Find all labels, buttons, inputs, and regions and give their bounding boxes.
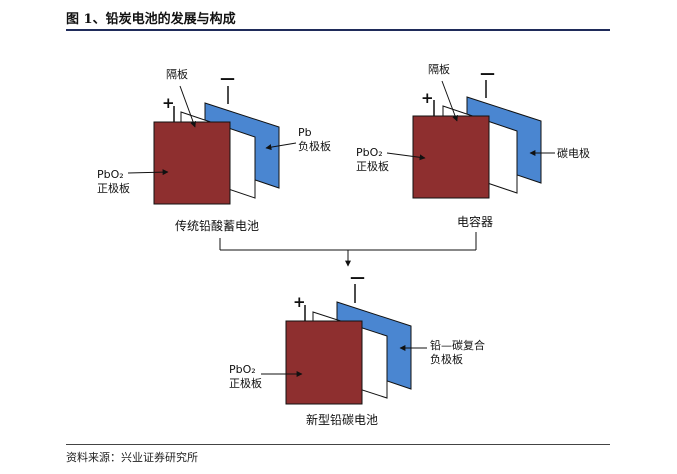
positive-label-line1: PbO₂ <box>229 363 256 376</box>
merge-connector <box>219 232 477 267</box>
positive-plate <box>153 121 231 205</box>
positive-plate <box>412 115 490 199</box>
lead-carbon-battery-group: + — 铅—碳复合 负极板 PbO₂ 正极板 新型铅碳电池 <box>229 268 485 427</box>
positive-label-line1: PbO₂ <box>356 146 383 159</box>
positive-pointer <box>386 152 426 161</box>
plus-sign: + <box>421 89 434 107</box>
positive-label-line2: 正极板 <box>356 159 389 173</box>
negative-pointer <box>265 142 297 151</box>
separator-pointer <box>441 80 458 122</box>
top-rule <box>66 29 610 31</box>
positive-label-line2: 正极板 <box>229 376 262 390</box>
negative-label-line2: 负极板 <box>430 352 463 366</box>
bottom-rule <box>66 444 610 445</box>
negative-label-line2: 负极板 <box>298 139 331 153</box>
capacitor-group: + — 隔板 碳电极 PbO₂ 正极板 电容器 <box>356 62 590 229</box>
positive-plate <box>285 320 363 405</box>
lead-carbon-caption: 新型铅碳电池 <box>306 412 378 427</box>
negative-label-line1: 铅—碳复合 <box>430 338 485 352</box>
positive-label-line1: PbO₂ <box>97 168 124 181</box>
lead-acid-caption: 传统铅酸蓄电池 <box>175 218 259 233</box>
capacitor-caption: 电容器 <box>457 214 493 229</box>
separator-label: 隔板 <box>166 67 188 81</box>
lead-acid-battery-group: + — 隔板 Pb 负极板 PbO₂ 正极板 传统铅酸蓄电池 <box>97 67 331 233</box>
minus-sign: — <box>220 69 235 87</box>
carbon-electrode-label: 碳电极 <box>557 146 590 160</box>
plus-sign: + <box>162 94 175 112</box>
minus-sign: — <box>350 268 365 286</box>
plus-sign: + <box>293 293 306 311</box>
positive-pointer <box>127 169 169 176</box>
source-note: 资料来源：兴业证券研究所 <box>66 451 198 464</box>
separator-label: 隔板 <box>428 62 450 76</box>
negative-label-line1: Pb <box>298 126 312 139</box>
separator-pointer <box>179 85 196 128</box>
figure-title: 图 1、铅炭电池的发展与构成 <box>66 12 236 27</box>
minus-sign: — <box>480 64 495 82</box>
positive-label-line2: 正极板 <box>97 181 130 195</box>
